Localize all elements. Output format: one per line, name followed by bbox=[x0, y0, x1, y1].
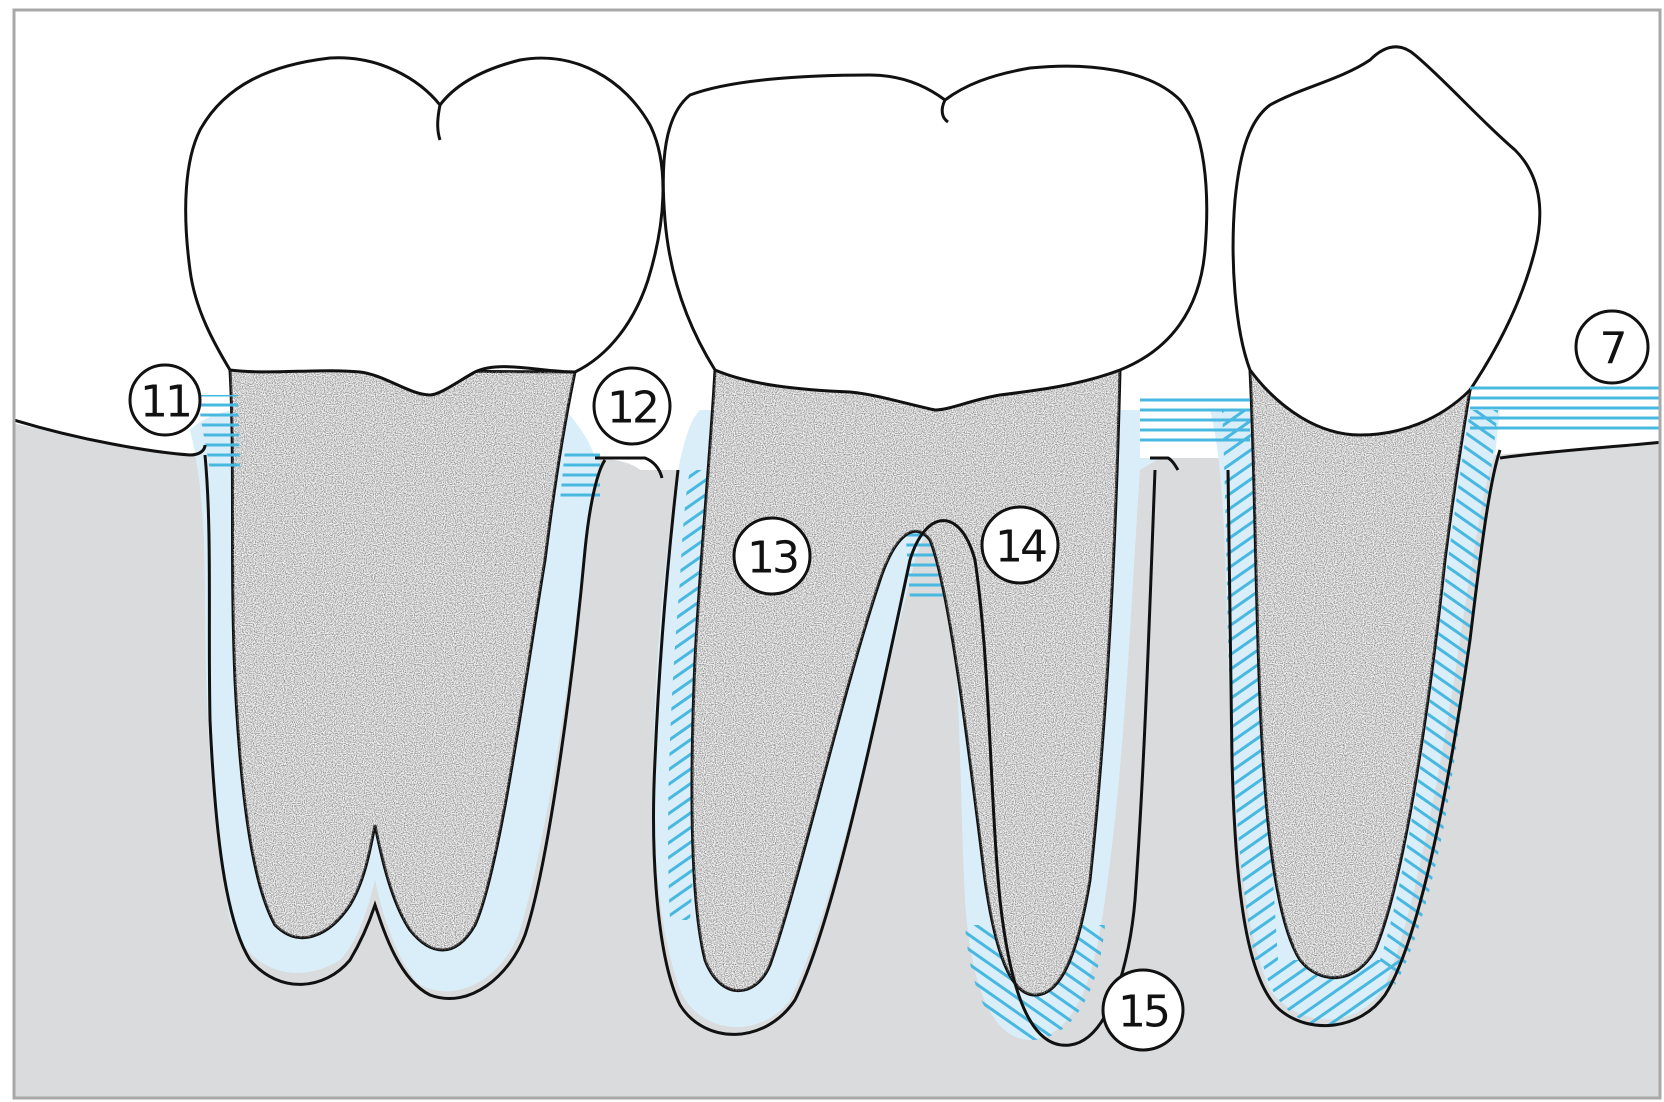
callout-14: 14 bbox=[982, 507, 1058, 583]
callout-11-label: 11 bbox=[140, 377, 190, 428]
callout-7: 7 bbox=[1576, 311, 1648, 383]
callout-12: 12 bbox=[594, 368, 670, 444]
callout-11: 11 bbox=[130, 365, 200, 435]
callout-13-label: 13 bbox=[747, 533, 797, 584]
crown-middle bbox=[663, 66, 1206, 410]
callout-7-label: 7 bbox=[1600, 324, 1625, 375]
callout-15-label: 15 bbox=[1118, 987, 1168, 1038]
callout-13: 13 bbox=[734, 518, 810, 594]
callout-14-label: 14 bbox=[995, 522, 1046, 573]
crown-left bbox=[186, 58, 663, 395]
callout-12-label: 12 bbox=[607, 383, 657, 434]
callout-15: 15 bbox=[1103, 970, 1183, 1050]
